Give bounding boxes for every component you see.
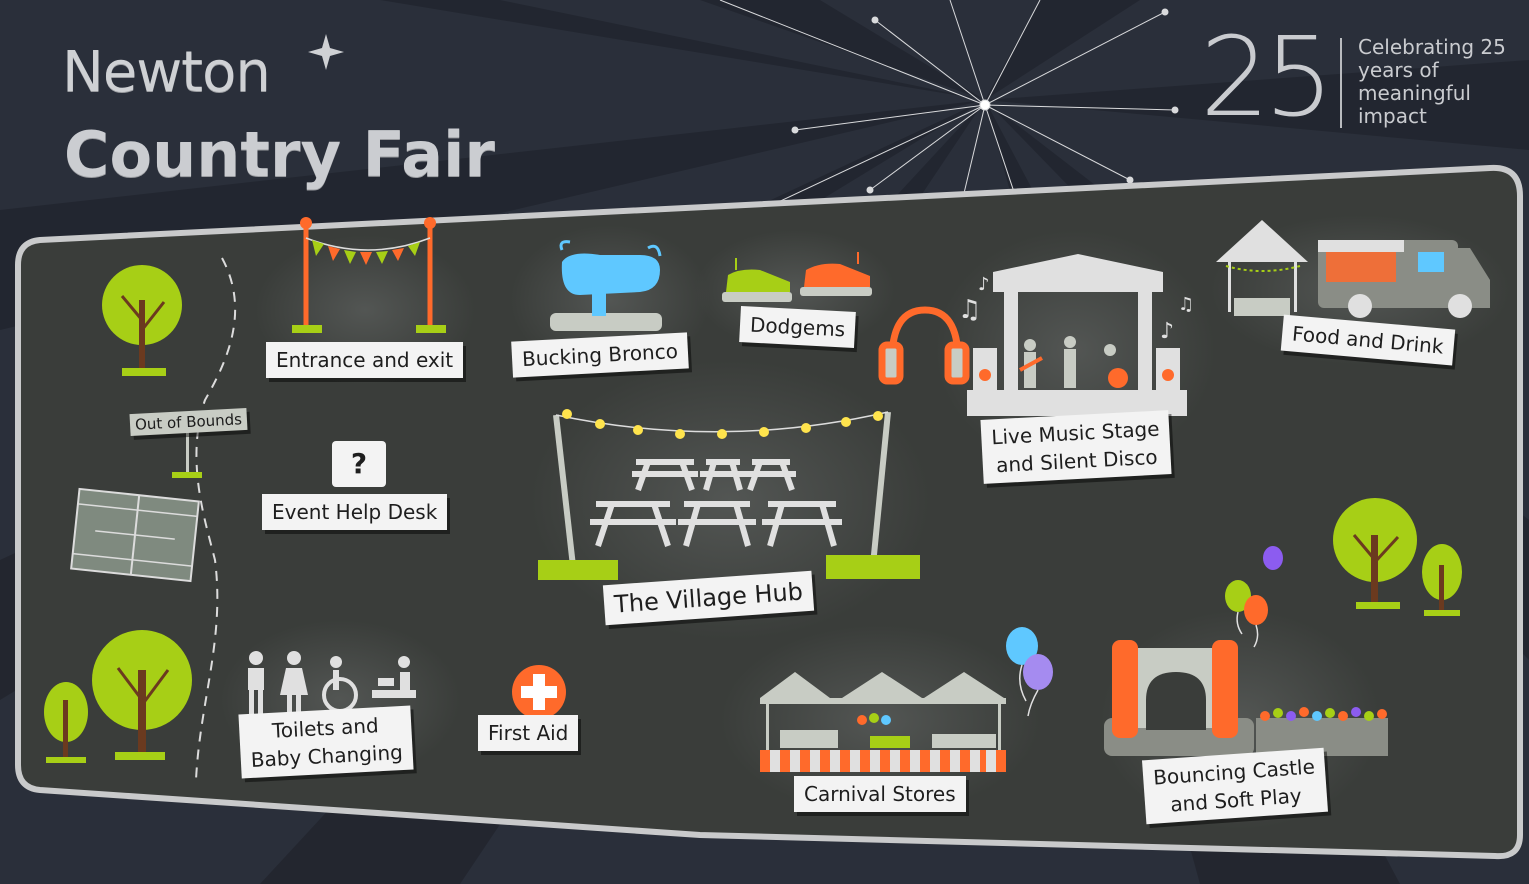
tennis-court-icon (70, 487, 200, 583)
firework-icon (719, 0, 1179, 221)
dodgem-car-icon (722, 252, 872, 302)
anniversary-number: 25 (1200, 13, 1334, 141)
tree-icon (44, 682, 88, 763)
label-bouncy-castle[interactable]: Bouncing Castle and Soft Play (1141, 747, 1328, 825)
entrance-gate-icon (292, 217, 446, 333)
svg-text:♫: ♫ (958, 295, 981, 325)
tree-icon (92, 630, 192, 760)
label-entrance[interactable]: Entrance and exit (266, 342, 464, 378)
label-carnival[interactable]: Carnival Stores (794, 776, 966, 812)
label-live-music[interactable]: Live Music Stage and Silent Disco (980, 410, 1172, 484)
anniversary-tagline: Celebrating 25 years of meaningful impac… (1358, 35, 1506, 128)
label-dodgems[interactable]: Dodgems (739, 306, 857, 348)
page-title: Country Fair (64, 118, 495, 191)
boundary-line (195, 257, 237, 781)
first-aid-icon (512, 665, 566, 719)
sign-post (186, 430, 189, 475)
bouncy-castle-icon (1104, 640, 1388, 756)
bucking-bronco-icon (550, 240, 662, 331)
carnival-stalls-icon (760, 672, 1006, 772)
tree-icon (1422, 544, 1462, 616)
village-hub-icon (538, 409, 920, 580)
svg-text:♫: ♫ (1178, 294, 1194, 315)
balloons-icon (1006, 546, 1283, 717)
headphones-icon (878, 306, 970, 385)
label-first-aid[interactable]: First Aid (478, 715, 579, 751)
anniversary-divider (1340, 38, 1342, 128)
svg-text:♪: ♪ (978, 274, 990, 295)
tree-icon (1333, 498, 1417, 609)
food-truck-icon (1216, 220, 1490, 318)
svg-text:♪: ♪ (1160, 319, 1174, 344)
label-help-desk[interactable]: Event Help Desk (262, 494, 448, 530)
label-toilets[interactable]: Toilets and Baby Changing (238, 705, 414, 779)
sparkle-icon (308, 34, 344, 70)
tree-icon (102, 265, 182, 376)
help-desk-icon: ? (332, 441, 386, 487)
toilets-icon (248, 651, 416, 714)
brand-logo: Newton (62, 40, 271, 105)
